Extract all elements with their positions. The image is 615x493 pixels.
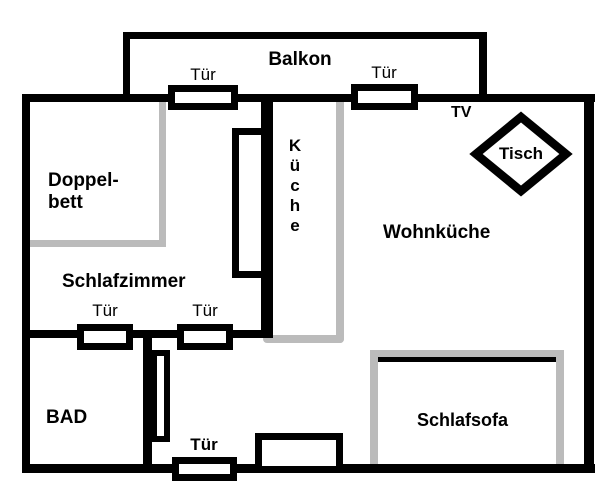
wohnkueche-label: Wohnküche bbox=[383, 222, 491, 243]
tuer-label-bathroom: Tür bbox=[92, 301, 118, 320]
doppelbett-line1: Doppel- bbox=[48, 170, 119, 191]
outer-wall-top bbox=[22, 94, 595, 102]
sofa-edge-left bbox=[370, 350, 378, 473]
doppelbett-label: Doppel-bett bbox=[48, 170, 119, 214]
bed-edge-right bbox=[159, 102, 166, 247]
door-frame-bathroom bbox=[77, 324, 133, 350]
door-leaf-hallway bbox=[151, 350, 170, 442]
door-frame-hallway bbox=[177, 324, 233, 350]
entrance-cabinet bbox=[255, 433, 343, 473]
door-frame-entrance bbox=[172, 457, 237, 481]
balcony-wall-left bbox=[123, 32, 130, 94]
bathroom-east-wall bbox=[143, 330, 152, 473]
balcony-wall-right bbox=[479, 32, 487, 94]
schlafzimmer-label: Schlafzimmer bbox=[62, 271, 186, 292]
kitchen-wall bbox=[261, 94, 273, 337]
tuer-label-balcony-right: Tür bbox=[371, 63, 397, 82]
kueche-label: K ü c h e bbox=[288, 136, 302, 235]
door-frame-balcony-right bbox=[351, 84, 418, 110]
kitchen-counter-right bbox=[336, 97, 344, 343]
tv-label: TV bbox=[451, 104, 472, 121]
sofa-edge-top bbox=[370, 350, 564, 358]
outer-wall-left bbox=[22, 94, 30, 473]
tuer-label-hallway: Tür bbox=[192, 301, 218, 320]
tuer-label-entrance: Tür bbox=[190, 435, 218, 454]
balcony-wall-top bbox=[123, 32, 487, 39]
bed-edge-bottom bbox=[24, 240, 166, 247]
tuer-label-balcony-left: Tür bbox=[190, 65, 216, 84]
balkon-label: Balkon bbox=[268, 49, 332, 70]
table-diamond-icon bbox=[469, 111, 573, 197]
kitchen-counter-bottom bbox=[263, 335, 344, 343]
sofa-edge-right bbox=[556, 350, 564, 473]
outer-wall-right bbox=[584, 94, 594, 473]
schlafsofa-label: Schlafsofa bbox=[417, 410, 509, 430]
door-frame-balcony-left bbox=[168, 85, 238, 110]
doppelbett-line2: bett bbox=[48, 192, 83, 213]
tisch-label: Tisch bbox=[498, 144, 544, 163]
bad-label: BAD bbox=[46, 407, 88, 428]
sofa-backrest-line bbox=[378, 357, 556, 362]
